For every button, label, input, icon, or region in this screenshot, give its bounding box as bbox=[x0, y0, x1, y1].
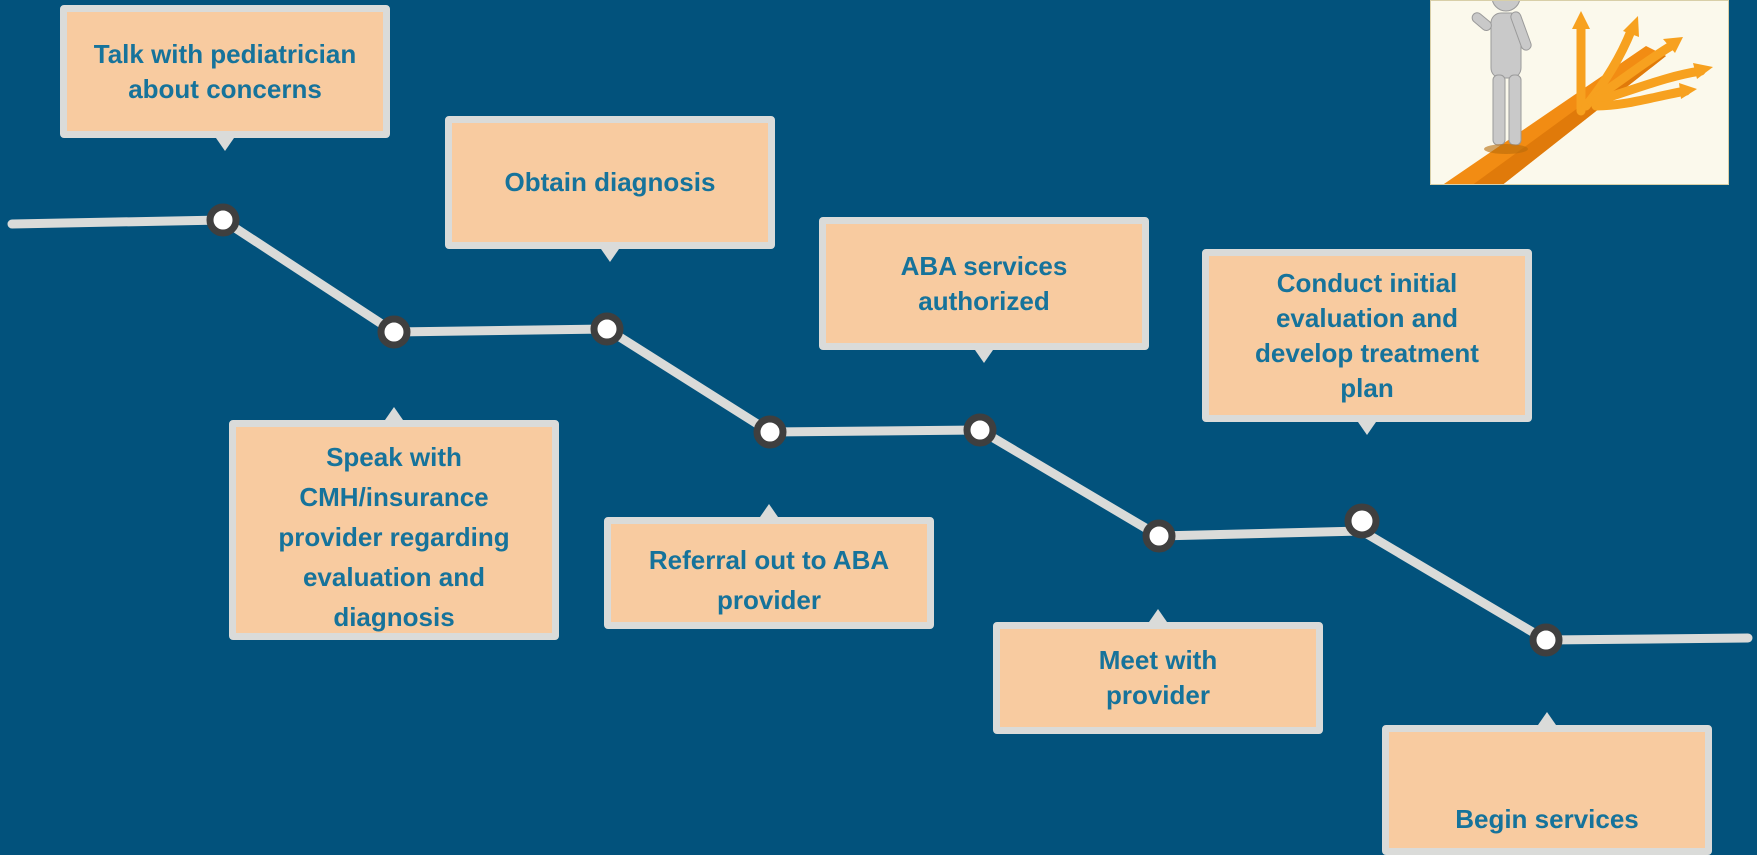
timeline-node bbox=[1142, 519, 1176, 553]
timeline-node bbox=[377, 315, 411, 349]
step-meet-with-provider: Meet with provider bbox=[993, 609, 1323, 734]
step-aba-authorized: ABA services authorized bbox=[819, 217, 1149, 363]
timeline-line bbox=[7, 215, 1753, 645]
step-referral-to-aba: Referral out to ABA provider bbox=[604, 504, 934, 629]
timeline-node bbox=[753, 415, 787, 449]
timeline-node bbox=[963, 413, 997, 447]
timeline-nodes bbox=[206, 203, 1563, 657]
step-label: Conduct initial evaluation and develop t… bbox=[1255, 267, 1479, 403]
step-label: Talk with pediatrician about concerns bbox=[93, 38, 357, 104]
person-at-crossroads-arrows-icon bbox=[1443, 1, 1713, 184]
crossroads-illustration bbox=[1430, 0, 1729, 185]
step-label: Speak with CMH/insurance provider regard… bbox=[278, 442, 510, 632]
step-label: ABA services authorized bbox=[900, 250, 1068, 316]
timeline-path bbox=[7, 203, 1753, 657]
step-speak-with-cmh: Speak with CMH/insurance provider regard… bbox=[229, 407, 559, 640]
step-talk-with-pediatrician: Talk with pediatrician about concerns bbox=[60, 5, 390, 151]
step-obtain-diagnosis: Obtain diagnosis bbox=[445, 116, 775, 262]
step-initial-evaluation: Conduct initial evaluation and develop t… bbox=[1202, 249, 1532, 435]
step-begin-services: Begin services bbox=[1382, 712, 1712, 855]
timeline-node bbox=[206, 203, 240, 237]
timeline-node bbox=[590, 312, 624, 346]
step-label: Referral out to ABA provider bbox=[648, 545, 890, 615]
step-label: Meet with provider bbox=[1098, 645, 1218, 710]
step-label: Obtain diagnosis bbox=[504, 167, 716, 197]
step-label: Begin services bbox=[1455, 804, 1639, 834]
timeline-node bbox=[1344, 503, 1380, 539]
timeline-node bbox=[1529, 623, 1563, 657]
